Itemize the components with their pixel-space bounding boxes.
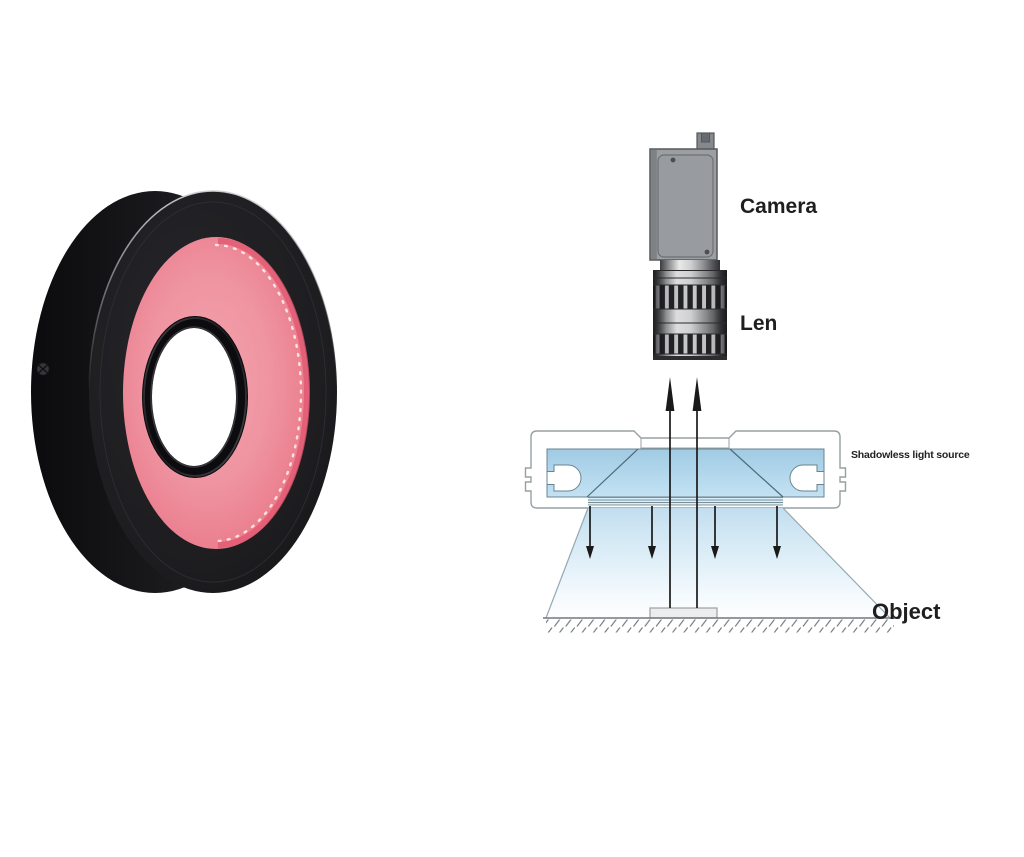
lens-bottom-rim bbox=[653, 356, 727, 360]
camera-label: Camera bbox=[740, 195, 817, 218]
reflection-arrows bbox=[665, 377, 702, 608]
camera-connector-notch bbox=[701, 132, 710, 143]
side-screw-icon bbox=[36, 362, 50, 376]
inner-cone-left-edge bbox=[586, 448, 639, 498]
center-hole bbox=[152, 328, 236, 466]
light-cone-edges bbox=[545, 507, 891, 619]
lens-label: Len bbox=[740, 312, 777, 335]
camera-screw-bottom bbox=[704, 249, 710, 255]
ring-light-photo bbox=[31, 190, 338, 593]
mount-slot-right bbox=[789, 464, 825, 492]
camera-body-side-shade bbox=[650, 149, 657, 260]
housing-center-recess bbox=[640, 438, 730, 449]
light-source-label: Shadowless light source bbox=[851, 449, 970, 461]
object-label: Object bbox=[872, 599, 941, 624]
shadowless-light-source bbox=[524, 430, 847, 509]
imaging-setup-diagram: Camera Len Shadowless light source Objec… bbox=[524, 132, 970, 633]
lens-neck bbox=[660, 260, 720, 270]
center-hole-edge bbox=[150, 326, 238, 468]
lens-cyl-shading bbox=[653, 270, 727, 360]
ground-hatching bbox=[546, 619, 894, 633]
camera bbox=[649, 132, 718, 261]
led-red-band bbox=[217, 238, 310, 548]
light-cone bbox=[546, 508, 890, 618]
inner-ring-gloss bbox=[143, 317, 247, 477]
ring-light-body bbox=[31, 190, 338, 593]
inner-cone-right-edge bbox=[729, 448, 784, 498]
light-guide-area bbox=[546, 448, 825, 498]
camera-screw-top bbox=[670, 157, 676, 163]
camera-front-panel bbox=[657, 154, 714, 258]
lens-barrel bbox=[653, 260, 727, 360]
ring-rim-highlight bbox=[88, 190, 338, 393]
led-dots bbox=[214, 243, 303, 543]
diffuser-plate bbox=[588, 497, 783, 506]
mount-slot-left bbox=[546, 464, 582, 492]
illumination-arrows bbox=[586, 506, 781, 559]
object-box bbox=[649, 607, 718, 619]
face-sheen-ring bbox=[99, 201, 327, 583]
